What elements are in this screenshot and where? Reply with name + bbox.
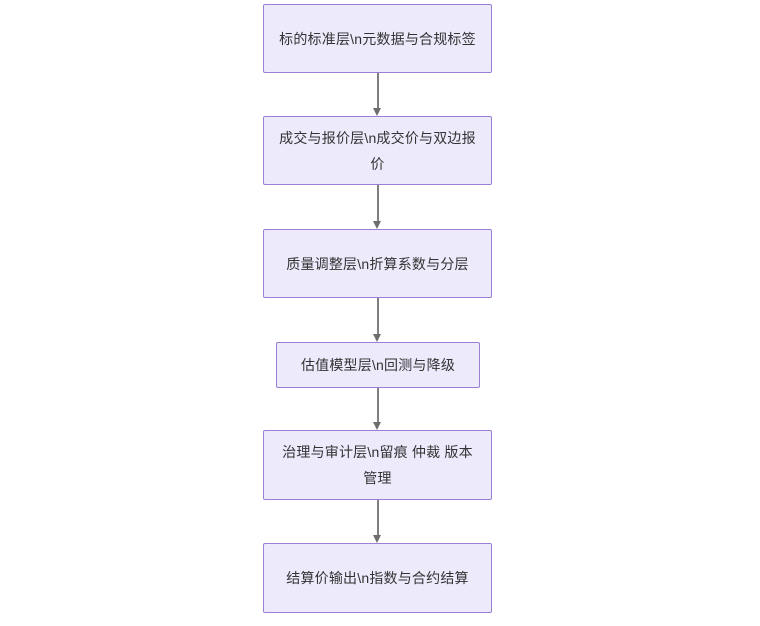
flow-edge-2-arrowhead-icon	[373, 221, 381, 229]
flow-edge-5-line	[377, 500, 379, 535]
flow-node-3[interactable]: 质量调整层\n折算系数与分层	[263, 229, 492, 298]
flow-node-1-label: 标的标准层\n元数据与合规标签	[279, 30, 476, 47]
flow-node-4-label: 估值模型层\n回测与降级	[300, 357, 456, 373]
flow-edge-3-arrowhead-icon	[373, 334, 381, 342]
flow-edge-1-line	[377, 73, 379, 108]
flow-node-2-label: 成交与报价层\n成交价与双边报价	[279, 129, 476, 172]
flow-edge-4-arrowhead-icon	[373, 422, 381, 430]
flow-node-4[interactable]: 估值模型层\n回测与降级	[276, 342, 480, 388]
flow-node-2[interactable]: 成交与报价层\n成交价与双边报价	[263, 116, 492, 185]
flow-edge-4-line	[377, 388, 379, 422]
flow-edge-5-arrowhead-icon	[373, 535, 381, 543]
flow-edge-1-arrowhead-icon	[373, 108, 381, 116]
flow-node-6-label: 结算价输出\n指数与合约结算	[286, 570, 469, 586]
flow-node-3-label: 质量调整层\n折算系数与分层	[286, 255, 469, 272]
flow-node-5[interactable]: 治理与审计层\n留痕 仲裁 版本管理	[263, 430, 492, 500]
flow-edge-3-line	[377, 298, 379, 334]
flow-node-5-label: 治理与审计层\n留痕 仲裁 版本管理	[282, 444, 473, 486]
flow-node-6[interactable]: 结算价输出\n指数与合约结算	[263, 543, 492, 613]
flow-node-1[interactable]: 标的标准层\n元数据与合规标签	[263, 4, 492, 73]
flow-edge-2-line	[377, 185, 379, 221]
